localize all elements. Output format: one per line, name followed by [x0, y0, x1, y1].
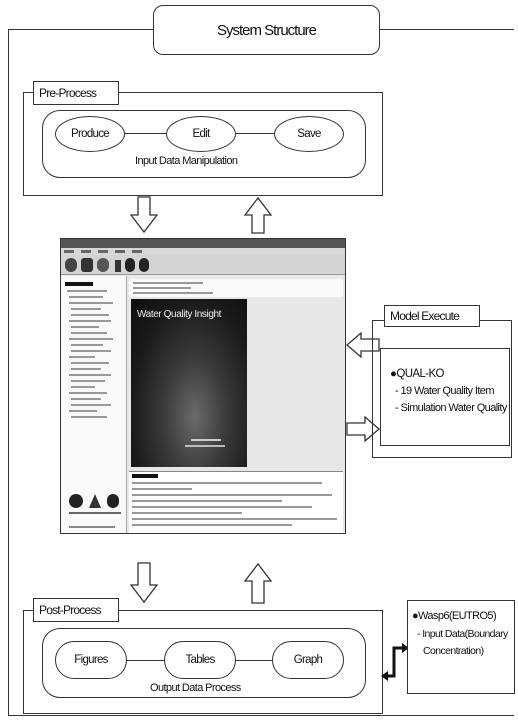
down-arrow-icon [130, 196, 158, 234]
qual-ko-heading: ●QUAL-KO [390, 368, 445, 380]
up-arrow-icon [244, 196, 272, 234]
app-menu-bar [61, 248, 345, 255]
app-toolbar [61, 255, 345, 275]
pre-process-caption: Input Data Manipulation [135, 155, 238, 167]
wasp-line-2: Concentration) [423, 645, 484, 657]
model-execute-item-2: - Simulation Water Quality [395, 402, 507, 414]
toolbar-icon [97, 258, 109, 272]
app-title-bar [61, 239, 345, 248]
graph-node: Graph [272, 641, 344, 679]
logo-icon [107, 494, 119, 508]
post-process-caption: Output Data Process [150, 682, 241, 694]
application-screenshot: Water Quality Insight [60, 238, 346, 534]
header-text-strip [129, 279, 343, 297]
bidirectional-arrow-icon [381, 643, 409, 681]
system-structure-title: System Structure [153, 5, 380, 55]
model-execute-tag: Model Execute [384, 305, 480, 327]
post-process-frame [23, 610, 383, 714]
figures-node: Figures [55, 641, 127, 679]
model-execute-content [380, 348, 510, 446]
edit-node: Edit [166, 116, 236, 152]
logo-icon [89, 494, 101, 508]
splash-title: Water Quality Insight [137, 309, 222, 320]
toolbar-icon [115, 260, 121, 272]
post-process-tag: Post-Process [33, 598, 119, 622]
left-arrow-icon [346, 332, 380, 358]
down-arrow-icon [130, 562, 158, 604]
produce-node: Produce [55, 116, 125, 152]
output-text-panel [129, 471, 343, 533]
toolbar-icon [81, 258, 93, 272]
up-arrow-icon [244, 562, 272, 604]
logo-icon [69, 494, 83, 508]
wasp-box [407, 600, 515, 694]
pre-process-frame [23, 92, 383, 196]
pre-process-tag: Pre-Process [33, 81, 119, 105]
toolbar-icon [65, 258, 77, 272]
wasp-heading: ●Wasp6(EUTRO5) [412, 610, 497, 622]
wasp-line-1: - Input Data(Boundary [417, 628, 508, 640]
model-execute-item-1: - 19 Water Quality Item [395, 385, 494, 397]
tables-node: Tables [164, 641, 236, 679]
toolbar-icon [139, 258, 149, 272]
splash-image: Water Quality Insight [131, 299, 247, 467]
toolbar-icon [125, 258, 135, 272]
tree-panel [61, 276, 127, 533]
save-node: Save [274, 116, 344, 152]
